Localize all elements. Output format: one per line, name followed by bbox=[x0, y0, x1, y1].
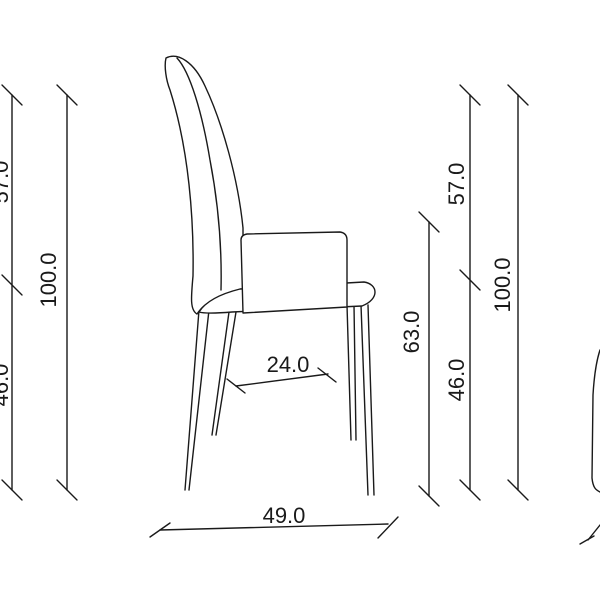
depth-dim-tick-left bbox=[149, 522, 171, 538]
chair-back-leg bbox=[184, 309, 210, 491]
upper-height-label: 57.0 bbox=[444, 163, 469, 206]
chair-side-view bbox=[164, 55, 376, 496]
armrest-dim-tick-right bbox=[317, 367, 337, 383]
armrest-dim-tick-left bbox=[226, 378, 246, 394]
armrest-width-label: 24.0 bbox=[267, 352, 310, 377]
chair-backrest bbox=[164, 55, 244, 315]
partial-dim-tick bbox=[579, 535, 595, 545]
total-height-tick-top bbox=[507, 84, 529, 106]
armrest-height-tick-bottom bbox=[418, 485, 440, 507]
left-total-tick-top bbox=[56, 84, 78, 106]
left-total-tick-bottom bbox=[56, 479, 78, 501]
depth-label: 49.0 bbox=[263, 503, 306, 528]
seat-height-label: 46.0 bbox=[444, 359, 469, 402]
armrest-height-label: 63.0 bbox=[399, 311, 424, 354]
armrest-height-dimension: 63.0 bbox=[399, 211, 440, 507]
left-dim-tick-mid bbox=[1, 274, 23, 296]
left-upper-label: 57.0 bbox=[0, 161, 13, 204]
partial-chair-outline bbox=[591, 349, 600, 493]
partial-chair-right-edge bbox=[579, 349, 600, 545]
segmented-height-tick-mid bbox=[459, 269, 481, 291]
left-dimension-group: 57.0 46.0 100.0 bbox=[0, 84, 78, 501]
left-dim-tick-bottom bbox=[1, 479, 23, 501]
depth-dimension: 49.0 bbox=[149, 503, 399, 539]
armrest-height-tick-top bbox=[418, 211, 440, 233]
segmented-height-tick-bottom bbox=[459, 479, 481, 501]
total-height-dimension: 100.0 bbox=[490, 84, 529, 501]
depth-dim-tick-right bbox=[377, 516, 399, 539]
chair-backrest-inner-line bbox=[176, 57, 222, 291]
left-total-label: 100.0 bbox=[36, 252, 61, 307]
left-lower-label: 46.0 bbox=[0, 364, 13, 407]
chair-armrest-panel bbox=[240, 231, 348, 314]
chair-front-leg-back bbox=[346, 304, 357, 441]
seat-and-back-height-dimension: 57.0 46.0 bbox=[444, 84, 481, 501]
segmented-height-tick-top bbox=[459, 84, 481, 106]
depth-dim-line bbox=[159, 523, 389, 531]
armrest-dim-line bbox=[235, 373, 329, 387]
total-height-tick-bottom bbox=[507, 479, 529, 501]
armrest-width-dimension: 24.0 bbox=[226, 352, 337, 394]
left-dim-tick-top bbox=[1, 84, 23, 106]
chair-front-leg-rear bbox=[211, 311, 237, 436]
total-height-label: 100.0 bbox=[490, 257, 515, 312]
chair-front-leg bbox=[360, 304, 375, 496]
